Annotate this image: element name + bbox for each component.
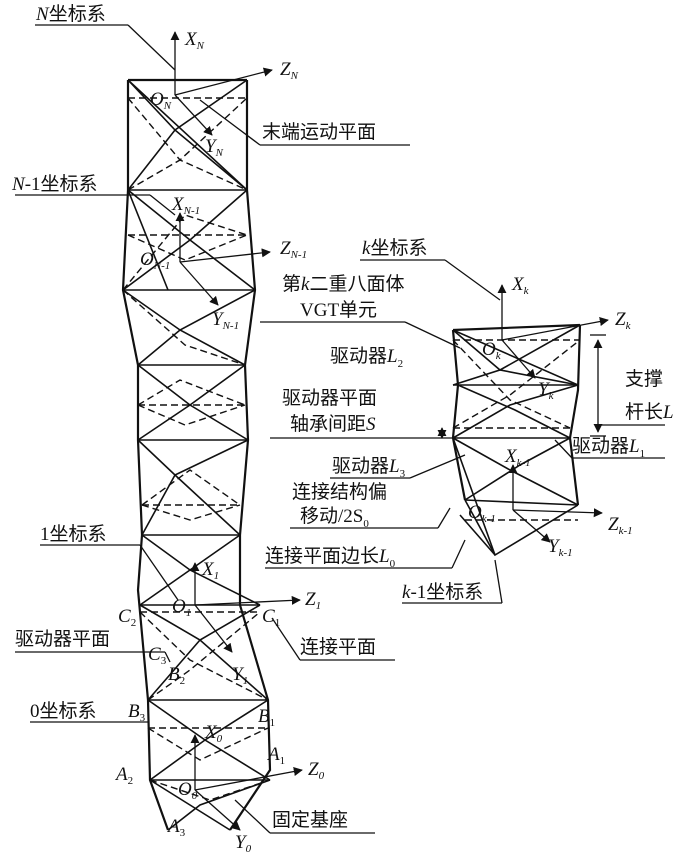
n-frame-label: N坐标系 bbox=[35, 3, 106, 25]
axis-ZN: ZN bbox=[280, 59, 299, 82]
axis-ZN1: ZN-1 bbox=[280, 238, 307, 261]
callout-labels: N坐标系 末端运动平面 N-1坐标系 1坐标系 连接平面 驱动器平面 0坐标系 … bbox=[11, 3, 674, 831]
conn-plane-label: 连接平面 bbox=[300, 636, 376, 658]
point-A3: A3 bbox=[166, 816, 186, 839]
kth-unit-label-2: VGT单元 bbox=[300, 299, 377, 321]
axis-ON: ON bbox=[150, 89, 172, 112]
strut-label-2: 杆长L bbox=[625, 401, 674, 423]
right-coordinate-axes bbox=[497, 284, 609, 543]
axis-ON1: ON-1 bbox=[140, 249, 170, 272]
axis-Xk: Xk bbox=[511, 274, 530, 297]
axis-XN: XN bbox=[184, 29, 205, 52]
point-B1: B1 bbox=[258, 706, 275, 729]
point-A2: A2 bbox=[114, 764, 133, 787]
left-truss bbox=[121, 78, 272, 831]
point-A1: A1 bbox=[266, 744, 285, 767]
point-C1: C1 bbox=[262, 606, 280, 629]
axis-Yk1: Yk-1 bbox=[548, 536, 573, 559]
axis-Yk: Yk bbox=[538, 379, 555, 402]
axis-YN1: YN-1 bbox=[212, 309, 239, 332]
axis-Xk1: Xk-1 bbox=[504, 446, 531, 469]
axis-O1: O1 bbox=[172, 596, 191, 619]
n1-frame-label: N-1坐标系 bbox=[11, 173, 98, 195]
axis-O0: O0 bbox=[178, 779, 198, 802]
axis-Zk: Zk bbox=[615, 309, 632, 332]
axis-X1: X1 bbox=[201, 559, 219, 582]
point-labels: C2 C1 C3 B2 B3 B1 A1 A2 A3 bbox=[114, 606, 285, 839]
k-frame-label: k坐标系 bbox=[362, 237, 427, 259]
axis-Ok: Ok bbox=[482, 339, 502, 362]
act-plane-left-label: 驱动器平面 bbox=[15, 628, 110, 650]
km1-frame-label: k-1坐标系 bbox=[402, 581, 483, 603]
axis-Zk1: Zk-1 bbox=[608, 514, 633, 537]
point-C3: C3 bbox=[148, 644, 167, 667]
offset-label-2: 移动/2S0 bbox=[300, 505, 369, 530]
act-L1-label: 驱动器L1 bbox=[572, 435, 645, 460]
axis-Z0: Z0 bbox=[308, 759, 325, 782]
axis-Y1: Y1 bbox=[232, 664, 248, 687]
act-L3-label: 驱动器L3 bbox=[332, 455, 406, 480]
strut-label-1: 支撑 bbox=[625, 368, 663, 390]
axis-X0: X0 bbox=[204, 722, 223, 745]
axis-XN1: XN-1 bbox=[171, 194, 200, 217]
frame0-label: 0坐标系 bbox=[30, 700, 97, 722]
point-B2: B2 bbox=[168, 664, 185, 687]
base-label: 固定基座 bbox=[272, 809, 348, 831]
offset-label-1: 连接结构偏 bbox=[292, 481, 387, 503]
edge-len-label: 连接平面边长L0 bbox=[265, 545, 396, 570]
axis-Z1: Z1 bbox=[305, 589, 321, 612]
point-C2: C2 bbox=[118, 606, 136, 629]
left-coordinate-axes bbox=[170, 31, 303, 831]
axis-labels: XN ZN ON YN XN-1 ZN-1 ON-1 YN-1 X1 Z1 O1… bbox=[140, 29, 633, 855]
act-plane-right-label: 驱动器平面 bbox=[282, 387, 377, 409]
act-L2-label: 驱动器L2 bbox=[330, 345, 403, 370]
axis-YN: YN bbox=[205, 136, 224, 159]
kth-unit-label: 第k二重八面体 bbox=[282, 273, 404, 295]
axis-Y0: Y0 bbox=[235, 832, 252, 855]
bearing-label: 轴承间距S bbox=[290, 413, 376, 435]
leader-lines bbox=[15, 24, 665, 834]
axis-Ok1: Ok-1 bbox=[468, 502, 496, 525]
point-B3: B3 bbox=[128, 701, 146, 724]
frame1-label: 1坐标系 bbox=[40, 523, 107, 545]
end-plane-label: 末端运动平面 bbox=[262, 121, 376, 143]
